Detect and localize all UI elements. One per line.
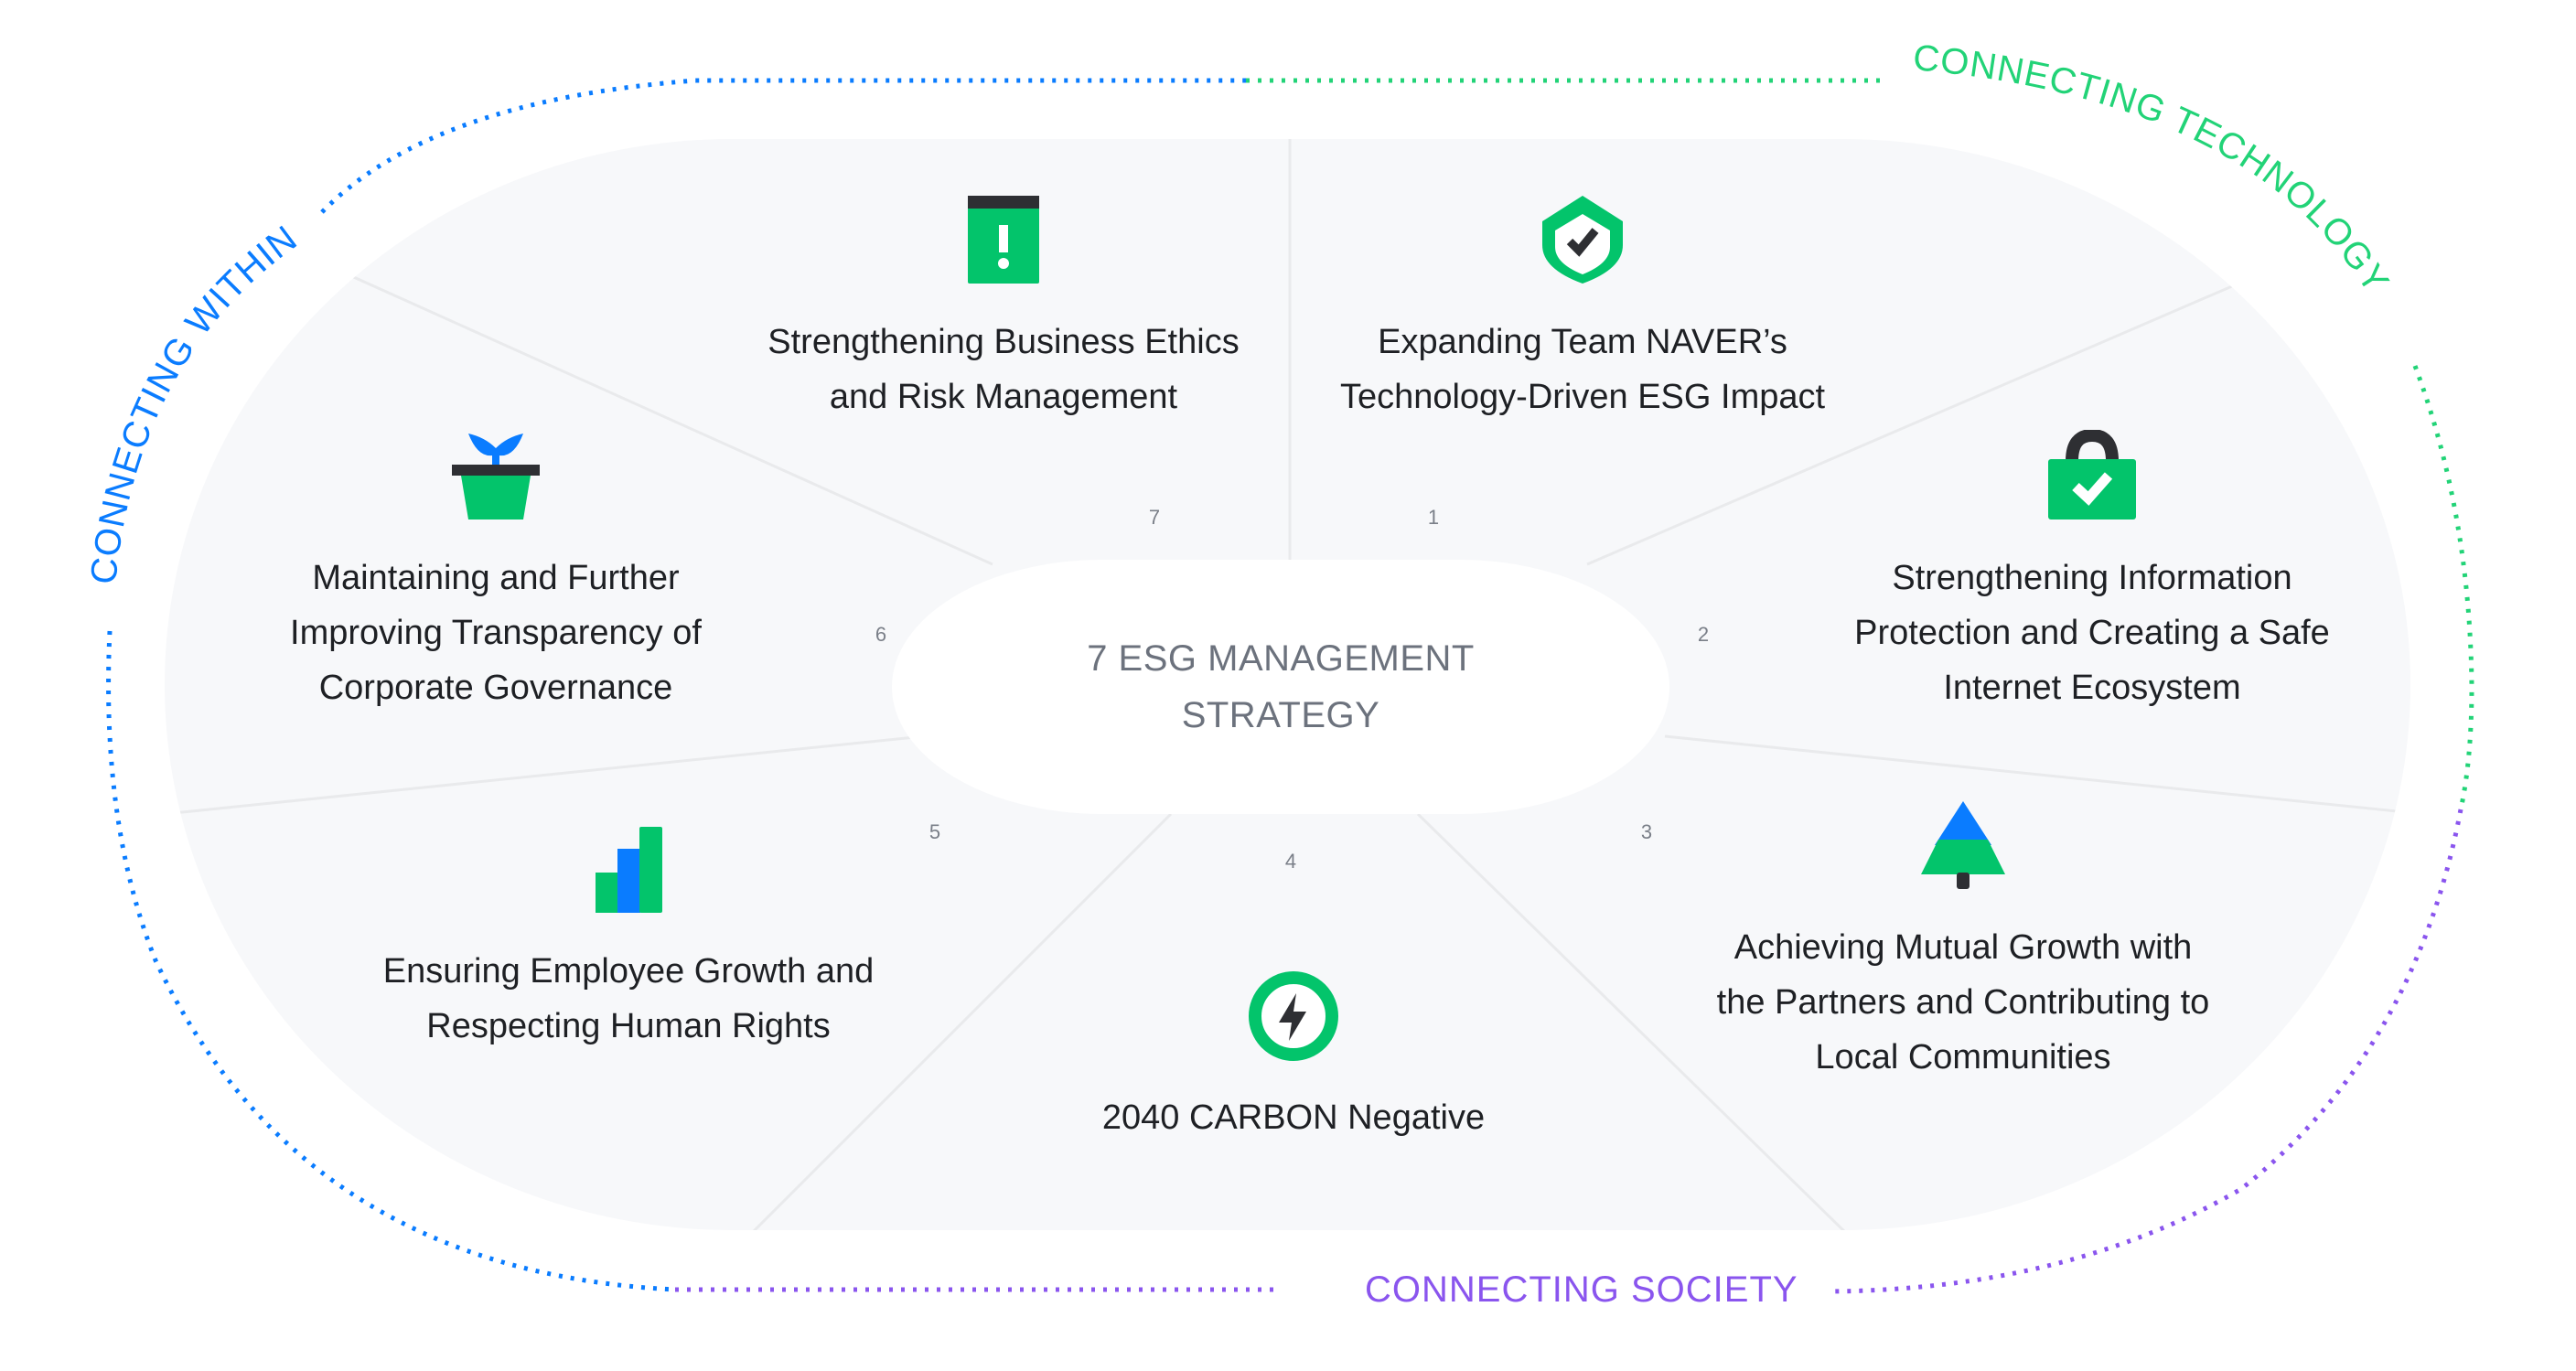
strategy-label-7: Strengthening Business Ethics and Risk M… — [767, 323, 1240, 416]
ring-label-society: CONNECTING SOCIETY — [1365, 1269, 1798, 1310]
strategy-number-6: 6 — [875, 623, 887, 646]
strategy-item-3: Achieving Mutual Growth with the Partner… — [1707, 799, 2219, 1085]
ring-segment-within-lower — [106, 630, 676, 1292]
ring-segment-society-right — [1829, 809, 2463, 1294]
strategy-number-2: 2 — [1697, 623, 1710, 646]
strategy-item-2: Strengthening Information Protection and… — [1836, 430, 2348, 715]
alert-document-icon — [968, 196, 1039, 284]
ring-segment-technology-right — [2412, 365, 2474, 810]
bar-chart-icon — [596, 827, 662, 913]
lightning-icon — [1249, 971, 1338, 1061]
strategy-label-6: Maintaining and Further Improving Transp… — [290, 559, 702, 707]
strategy-item-4: 2040 CARBON Negative — [1037, 971, 1550, 1145]
ring-label-technology: CONNECTING TECHNOLOGY — [1911, 37, 2397, 301]
plant-pot-icon — [452, 434, 540, 519]
strategy-number-4: 4 — [1284, 850, 1297, 873]
strategy-label-2: Strengthening Information Protection and… — [1854, 559, 2330, 707]
center-title: 7 ESG MANAGEMENT STRATEGY — [1087, 638, 1475, 735]
strategy-number-5: 5 — [928, 820, 941, 843]
center-pill: 7 ESG MANAGEMENT STRATEGY — [892, 560, 1669, 814]
tree-icon — [1921, 801, 2005, 889]
strategy-label-1: Expanding Team NAVER’s Technology-Driven… — [1339, 323, 1826, 416]
shield-check-icon — [1542, 196, 1623, 284]
divider-line-5-6 — [165, 734, 925, 816]
strategy-number-7: 7 — [1148, 506, 1161, 529]
divider-line-3-4 — [1416, 812, 1850, 1230]
lock-check-icon — [2048, 430, 2136, 519]
strategy-number-1: 1 — [1427, 506, 1440, 529]
ring-segment-within — [320, 78, 1246, 214]
strategy-item-5: Ensuring Employee Growth and Respecting … — [372, 827, 885, 1054]
strategy-label-4: 2040 CARBON Negative — [1101, 1098, 1486, 1137]
strategy-item-6: Maintaining and Further Improving Transp… — [240, 432, 752, 715]
strategy-number-3: 3 — [1640, 820, 1653, 843]
strategy-item-1: Expanding Team NAVER’s Technology-Driven… — [1326, 194, 1839, 424]
strategy-item-7: Strengthening Business Ethics and Risk M… — [747, 194, 1260, 424]
strategy-label-5: Ensuring Employee Growth and Respecting … — [382, 952, 875, 1045]
divider-line-2-3 — [1664, 734, 2410, 816]
divider-line-1-2 — [1586, 273, 2260, 566]
divider-line-6-7 — [347, 273, 993, 566]
divider-line-4-5 — [748, 812, 1173, 1230]
strategy-label-3: Achieving Mutual Growth with the Partner… — [1716, 928, 2210, 1076]
